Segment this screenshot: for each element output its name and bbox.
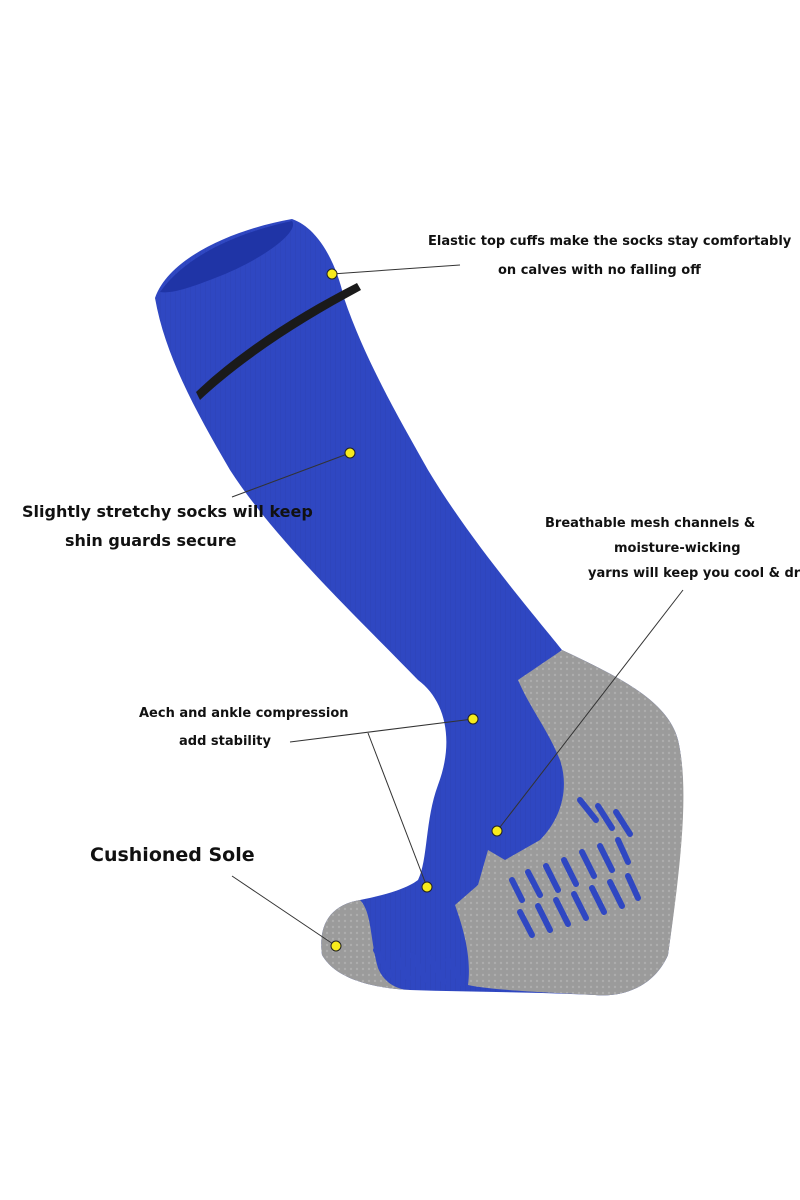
leader-arch-knee [289,718,474,743]
sole-ridge [391,949,411,981]
sole-ridge [427,955,447,985]
sole-ridge [535,903,553,933]
sole-ridge [561,857,579,887]
dot-sole [330,940,342,952]
sole-ridge [613,809,633,837]
toe-texture [321,900,410,990]
sole-ridge [543,863,561,893]
heel-texture [455,650,684,996]
callout-arch-line2: add stability [179,734,271,749]
cuff-stripe [196,283,361,400]
sole-ridge [595,803,615,831]
sole-ridge [615,837,631,865]
callout-sole-title: Cushioned Sole [90,844,255,866]
dot-ankle [421,881,433,893]
dot-arch [467,713,479,725]
sole-ridges [373,797,641,987]
callout-mesh-line1: Breathable mesh channels & [545,516,756,531]
leader-shin [231,452,351,498]
sole-ridge [589,885,607,915]
leader-sole [231,875,337,947]
sole-ridge [409,952,429,983]
sole-ridge [509,877,525,903]
dot-cuff [326,268,338,280]
cuff-opening [160,221,294,293]
callout-shin-line1: Slightly stretchy socks will keep [22,502,313,521]
callout-shin-line2: shin guards secure [65,531,237,550]
sole-ridge [577,797,599,823]
leader-mesh [496,589,684,832]
sole-ridge [607,879,625,909]
sole-ridge [553,897,571,927]
sole-ridge [517,909,535,938]
sock-knit-texture [155,219,684,996]
callout-mesh-line2: moisture-wicking [614,541,741,556]
sole-ridge [597,843,615,873]
sole-ridge [525,869,543,898]
leader-cuff [331,264,461,275]
callout-dots [326,268,503,952]
callout-cuff-line1: Elastic top cuffs make the socks stay co… [428,234,792,249]
dot-shin [344,447,356,459]
callout-cuff-line2: on calves with no falling off [498,263,701,278]
sock [155,219,684,996]
sole-ridge [579,849,597,879]
sole-ridge [571,891,589,921]
callout-mesh-line3: yarns will keep you cool & dry [588,566,800,581]
leader-arch-toe [367,732,428,888]
leader-lines [231,264,684,947]
dot-mesh [491,825,503,837]
sole-ridge [625,873,641,901]
callout-arch-line1: Aech and ankle compression [139,706,349,721]
sole-ridge [445,957,465,987]
sole-ridge [373,947,393,978]
